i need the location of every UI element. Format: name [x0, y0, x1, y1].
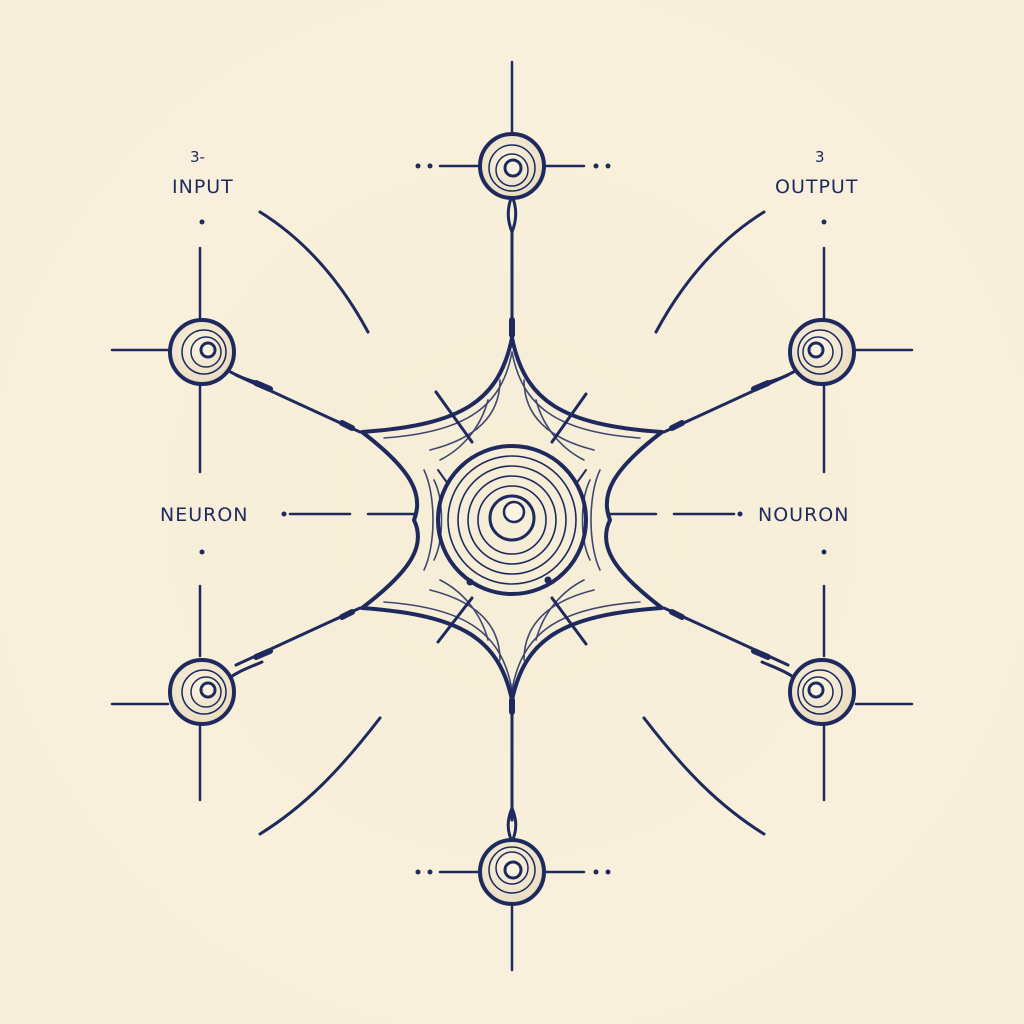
circle-node-icon: [760, 246, 914, 474]
output-count-label: 3: [815, 148, 825, 166]
neuron-left-label: NEURON: [160, 504, 249, 526]
circle-node-icon: [110, 584, 264, 802]
soma-hatching: [383, 351, 641, 691]
output-label: OUTPUT: [775, 176, 859, 198]
dot-markers: [199, 163, 827, 875]
curved-arcs: [258, 210, 766, 836]
axon-connectors: [253, 317, 771, 715]
circle-node-icon: [438, 60, 586, 234]
input-label: INPUT: [172, 176, 234, 198]
neuron-right-label: NOURON: [758, 504, 850, 526]
circle-node-icon: [438, 806, 586, 972]
dendrite-spikes: [434, 390, 588, 646]
circle-node-icon: [110, 246, 264, 474]
input-count-label: 3-: [190, 148, 205, 166]
neuron-soma-icon: [360, 336, 664, 702]
circle-node-icon: [760, 584, 914, 802]
soma-outline: [360, 336, 664, 702]
